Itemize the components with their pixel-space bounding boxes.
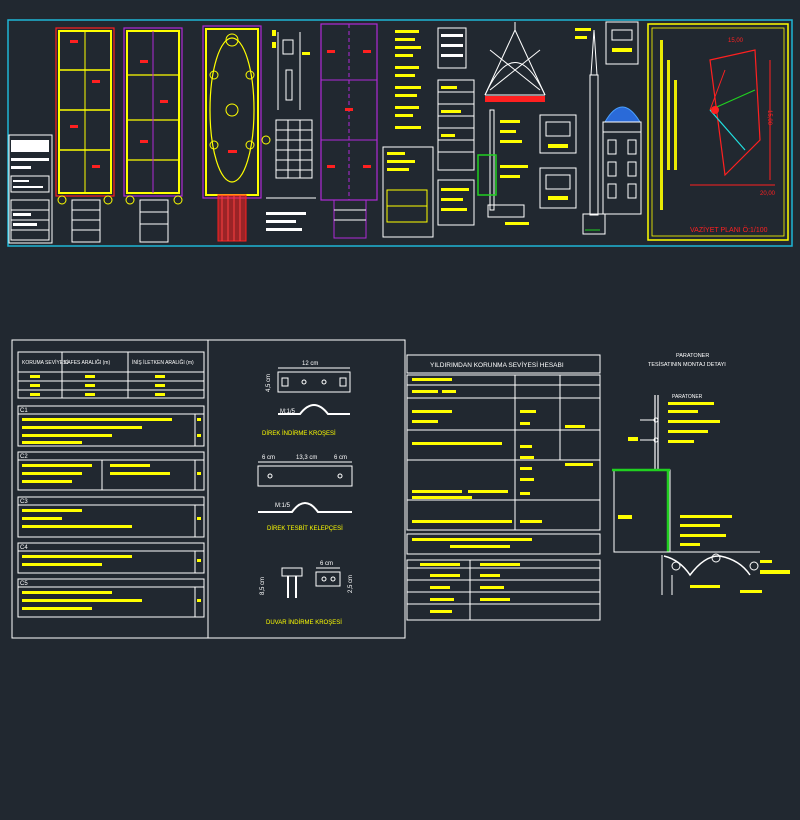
floor-plan-2 xyxy=(123,27,183,243)
detail2-scale: M:1/5 xyxy=(275,503,291,509)
table-sheet: KORUMA SEVİYESİ KAFES ARALIĞI (m) İNİŞ İ… xyxy=(11,339,406,639)
site-plan: 15,00 20,00 15,00 VAZİYET PLANI Ö:1/100 xyxy=(647,23,789,241)
minaret-elevation xyxy=(582,21,642,235)
section-c1-label: C1 xyxy=(20,408,28,414)
parafudr-title: PARATONER xyxy=(676,353,709,359)
details-sheet: 12 cm 4,5 cm M:1/5 DİREK İNDİRME KROŞESİ… xyxy=(257,361,354,626)
detail1-side-dim: 4,5 cm xyxy=(266,374,272,392)
small-details xyxy=(539,28,591,209)
site-plan-dim-side: 20,00 xyxy=(760,191,776,197)
section-c4-label: C4 xyxy=(20,545,28,551)
dome-elevation xyxy=(477,22,546,225)
detail2-dim-right: 6 cm xyxy=(334,455,347,461)
grid-plan xyxy=(320,23,378,239)
site-plan-label: VAZİYET PLANI Ö:1/100 xyxy=(690,225,768,234)
table-header-downconductor: İNİŞ İLETKEN ARALIĞI (m) xyxy=(132,359,194,366)
site-plan-dim-top: 15,00 xyxy=(728,38,744,44)
top-sheet-frame xyxy=(7,19,793,247)
table-header-level: KORUMA SEVİYESİ xyxy=(22,359,68,366)
detail1-label: DİREK İNDİRME KROŞESİ xyxy=(262,430,336,437)
section-c5-label: C5 xyxy=(20,581,28,587)
detail1-scale: M:1/5 xyxy=(280,409,296,415)
detail2-label: DİREK TESBİT KELEPÇESİ xyxy=(267,525,343,532)
detail3-dim-v1: 8,5 cm xyxy=(260,577,266,595)
detail2-dim-left: 6 cm xyxy=(262,455,275,461)
title-block xyxy=(8,134,53,244)
detail1-top-dim: 12 cm xyxy=(302,361,318,367)
table-header-mesh: KAFES ARALIĞI (m) xyxy=(64,359,110,366)
section-c3-label: C3 xyxy=(20,499,28,505)
floor-plan-1 xyxy=(55,27,115,243)
roof-plan xyxy=(202,25,271,242)
detail3-label: DUVAR İNDİRME KROŞESİ xyxy=(266,619,342,626)
notes-area xyxy=(382,27,475,238)
section-detail xyxy=(266,30,316,231)
detail3-dim-v2: 2,5 cm xyxy=(348,575,354,593)
parafudr-subtitle: TESİSATININ MONTAJ DETAYI xyxy=(648,361,726,368)
calc-sheet: YILDIRIMDAN KORUNMA SEVİYESİ HESABI xyxy=(406,354,601,621)
detail2-dim-mid: 13,3 cm xyxy=(296,455,317,461)
calc-title: YILDIRIMDAN KORUNMA SEVİYESİ HESABI xyxy=(430,360,564,369)
installation-detail: PARATONER TESİSATININ MONTAJ DETAYI PARA… xyxy=(612,353,790,595)
detail3-dim-small: 6 cm xyxy=(320,561,333,567)
site-plan-dim-left: 15,00 xyxy=(766,110,772,126)
section-c2-label: C2 xyxy=(20,454,28,460)
parafudr-item1: PARATONER xyxy=(672,394,703,400)
top-sheet: 15,00 20,00 15,00 VAZİYET PLANI Ö:1/100 xyxy=(7,19,793,247)
